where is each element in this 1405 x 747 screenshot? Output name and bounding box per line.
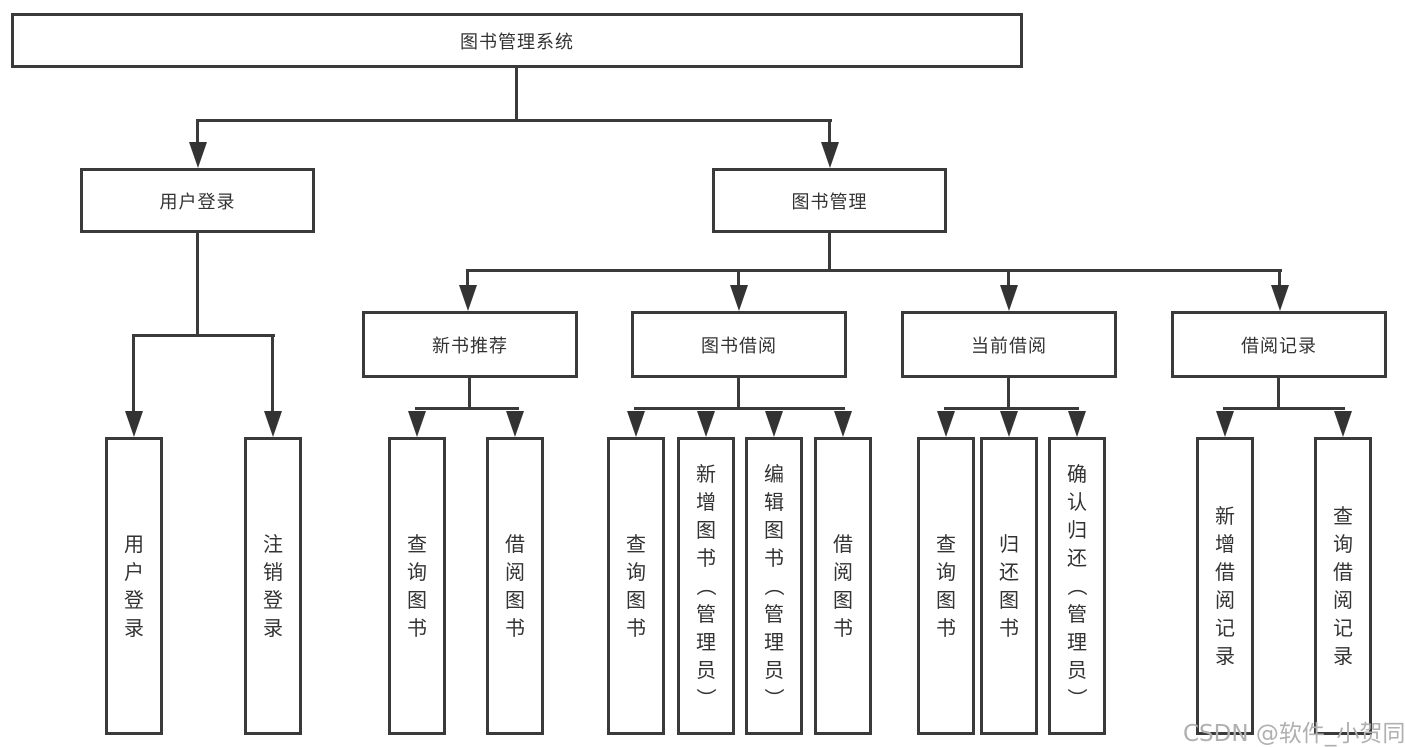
arrowhead-icon xyxy=(821,142,839,168)
connector-line xyxy=(415,407,519,410)
node-book-management: 图书管理 xyxy=(712,168,947,233)
arrowhead-icon xyxy=(627,411,645,437)
connector-line xyxy=(271,334,274,414)
csdn-watermark: CSDN @软件_小贺同学 xyxy=(1183,721,1405,747)
leaf-add-borrow-record: 新增借阅记录 xyxy=(1196,437,1254,735)
connector-line xyxy=(466,269,469,287)
connector-line xyxy=(515,68,518,122)
arrowhead-icon xyxy=(697,411,715,437)
leaf-query-borrow-record: 查询借阅记录 xyxy=(1314,437,1372,735)
arrowhead-icon xyxy=(1000,285,1018,311)
leaf-add-books-admin: 新增图书（管理员） xyxy=(677,437,735,735)
arrowhead-icon xyxy=(506,411,524,437)
connector-line xyxy=(1007,269,1010,287)
connector-line xyxy=(737,269,740,287)
leaf-confirm-return-admin: 确认归还（管理员） xyxy=(1048,437,1106,735)
node-new-book-recommendation: 新书推荐 xyxy=(362,311,578,378)
connector-line xyxy=(1278,269,1281,287)
arrowhead-icon xyxy=(408,411,426,437)
arrowhead-icon xyxy=(1216,411,1234,437)
connector-line xyxy=(1007,378,1010,410)
leaf-user-login: 用户登录 xyxy=(105,437,163,735)
arrowhead-icon xyxy=(765,411,783,437)
leaf-logout: 注销登录 xyxy=(244,437,302,735)
leaf-borrow-books: 借阅图书 xyxy=(814,437,872,735)
connector-line xyxy=(634,407,845,410)
arrowhead-icon xyxy=(730,285,748,311)
arrowhead-icon xyxy=(1068,411,1086,437)
leaf-query-books-borrow: 查询图书 xyxy=(607,437,665,735)
arrowhead-icon xyxy=(264,411,282,437)
leaf-edit-books-admin: 编辑图书（管理员） xyxy=(745,437,803,735)
connector-line xyxy=(737,378,740,410)
node-borrowing-records: 借阅记录 xyxy=(1171,311,1387,378)
arrowhead-icon xyxy=(1271,285,1289,311)
connector-line xyxy=(196,233,199,337)
arrowhead-icon xyxy=(937,411,955,437)
connector-line xyxy=(828,119,831,147)
connector-line xyxy=(828,233,831,272)
connector-line xyxy=(1223,407,1345,410)
connector-line xyxy=(196,119,199,147)
arrowhead-icon xyxy=(834,411,852,437)
node-current-borrowing: 当前借阅 xyxy=(901,311,1117,378)
node-library-management-system: 图书管理系统 xyxy=(11,13,1023,68)
node-book-borrowing: 图书借阅 xyxy=(631,311,847,378)
connector-line xyxy=(132,334,135,414)
arrowhead-icon xyxy=(1334,411,1352,437)
leaf-borrow-books-recommend: 借阅图书 xyxy=(486,437,544,735)
arrowhead-icon xyxy=(1000,411,1018,437)
connector-line xyxy=(1277,378,1280,410)
arrowhead-icon xyxy=(189,142,207,168)
leaf-query-books-recommend: 查询图书 xyxy=(388,437,446,735)
connector-line xyxy=(468,378,471,410)
leaf-query-books-current: 查询图书 xyxy=(917,437,975,735)
arrowhead-icon xyxy=(459,285,477,311)
connector-line xyxy=(197,119,832,122)
leaf-return-books: 归还图书 xyxy=(980,437,1038,735)
arrowhead-icon xyxy=(125,411,143,437)
connector-line xyxy=(132,334,275,337)
node-user-login: 用户登录 xyxy=(80,168,315,233)
connector-line xyxy=(944,407,1079,410)
connector-line xyxy=(466,269,1282,272)
